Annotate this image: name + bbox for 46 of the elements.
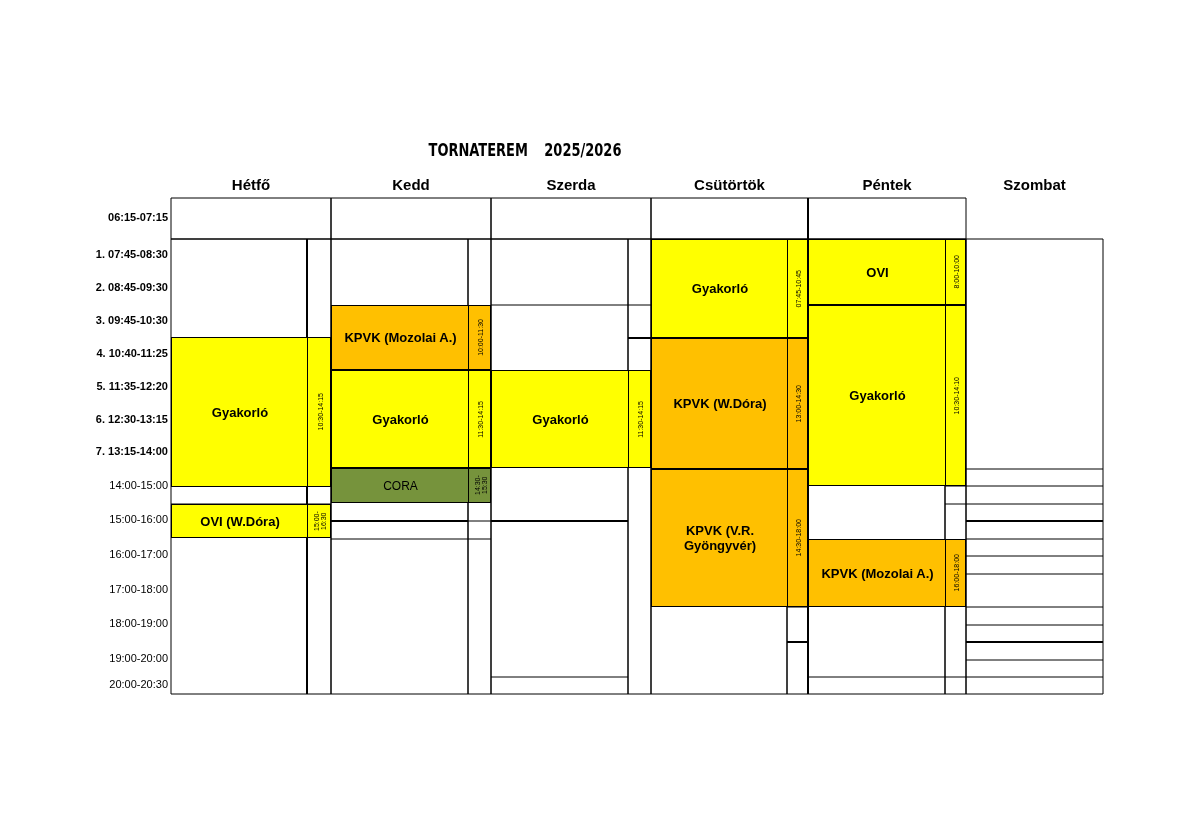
activity-label: Gyakorló <box>372 411 429 427</box>
time-slot-label: 7. 13:15-14:00 <box>94 445 168 457</box>
time-slot-label: 16:00-17:00 <box>108 548 168 560</box>
booking-block <box>331 305 491 370</box>
activity-label: OVI <box>866 264 889 280</box>
activity-label: KPVK (Mozolai A.) <box>821 565 934 581</box>
title: TORNATEREM 2025/2026 <box>427 140 623 160</box>
practice-block <box>171 337 331 487</box>
time-slot-label: 2. 08:45-09:30 <box>94 281 168 293</box>
practice-block <box>331 370 491 468</box>
activity-label: KPVK (Mozolai A.) <box>344 330 457 345</box>
booking-block <box>331 468 491 503</box>
time-slot-label: 17:00-18:00 <box>108 583 168 595</box>
day-heading: Szombat <box>1002 176 1067 193</box>
activity-label: Gyakorló <box>849 388 906 403</box>
time-slot-label: 14:00-15:00 <box>108 479 168 491</box>
booking-block <box>651 338 808 469</box>
time-slot-label: 6. 12:30-13:15 <box>94 413 168 425</box>
activity-label: KPVK (V.R. Gyöngyvér) <box>682 523 758 553</box>
day-heading: Péntek <box>861 176 913 193</box>
activity-label: Gyakorló <box>691 281 749 296</box>
practice-block <box>491 370 651 468</box>
time-slot-label: 15:00-16:00 <box>108 513 168 525</box>
day-heading: Kedd <box>391 176 431 193</box>
time-slot-label: 06:15-07:15 <box>107 211 168 223</box>
activity-label: KPVK (W.Dóra) <box>673 396 767 411</box>
activity-label: Gyakorló <box>211 404 269 420</box>
time-slot-label: 20:00-20:30 <box>108 678 168 690</box>
booking-block <box>808 539 966 607</box>
time-slot-label: 3. 09:45-10:30 <box>94 314 168 326</box>
booking-block <box>651 469 808 607</box>
activity-label: OVI (W.Dóra) <box>200 513 280 529</box>
time-slot-label: 1. 07:45-08:30 <box>94 248 168 260</box>
day-heading: Csütörtök <box>693 176 766 193</box>
time-slot-label: 19:00-20:00 <box>108 652 168 664</box>
activity-label: CORA <box>383 478 418 493</box>
activity-label: Gyakorló <box>532 411 589 427</box>
practice-block <box>808 239 966 305</box>
day-heading: Hétfő <box>230 176 272 193</box>
practice-block <box>808 305 966 486</box>
time-slot-label: 18:00-19:00 <box>108 617 168 629</box>
practice-block <box>651 239 808 338</box>
practice-block <box>171 504 331 538</box>
time-slot-label: 4. 10:40-11:25 <box>95 347 168 359</box>
time-slot-label: 5. 11:35-12:20 <box>95 380 168 392</box>
day-heading: Szerda <box>545 176 597 193</box>
